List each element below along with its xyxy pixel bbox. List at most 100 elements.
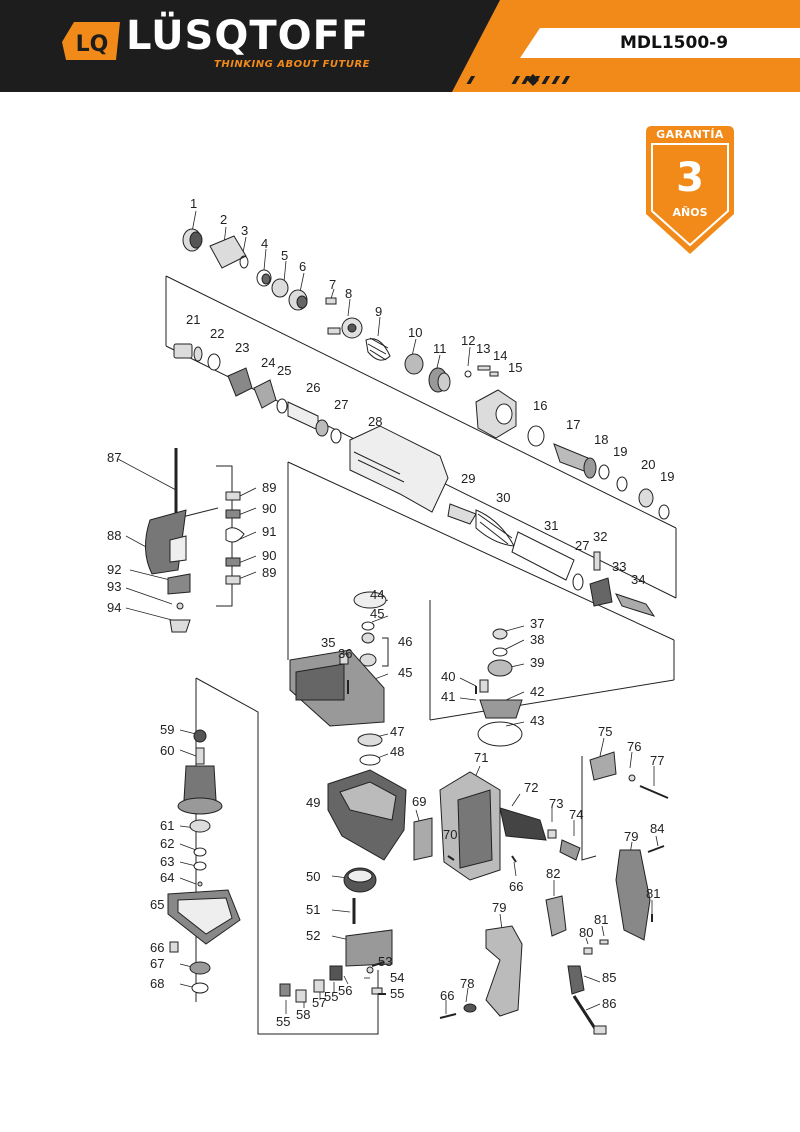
- part-label: 23: [235, 340, 250, 355]
- part-label: 63: [160, 854, 175, 869]
- part-label: 57: [312, 995, 327, 1010]
- part-label: 43: [530, 713, 545, 728]
- part-label: 6: [299, 259, 307, 274]
- part-label: 66: [150, 940, 165, 955]
- crank-parts-drawing: [145, 448, 245, 633]
- part-label: 39: [530, 655, 545, 670]
- part-label: 65: [150, 897, 165, 912]
- header-background: LQ: [0, 0, 800, 92]
- warranty-shield-icon: [646, 126, 734, 254]
- warranty-years-number: 3: [676, 155, 704, 201]
- brand-name: LÜSQTOFF: [126, 13, 370, 59]
- part-label: 36: [338, 646, 353, 661]
- part-label: 70: [443, 827, 458, 842]
- part-label: 61: [160, 818, 175, 833]
- part-label: 38: [530, 632, 545, 647]
- model-number: MDL1500-9: [619, 33, 729, 53]
- part-label: 37: [530, 616, 545, 631]
- part-label: 66: [509, 879, 524, 894]
- part-label: 90: [262, 548, 277, 563]
- handle-parts-drawing: [439, 751, 669, 1035]
- part-label: 60: [160, 743, 175, 758]
- part-label: 8: [345, 286, 353, 301]
- part-label: 27: [575, 538, 590, 553]
- part-label: 49: [306, 795, 321, 810]
- part-label: 42: [530, 684, 545, 699]
- shaft-parts-drawing: [182, 228, 670, 520]
- part-label: 46: [398, 634, 413, 649]
- part-label: 80: [579, 925, 594, 940]
- part-label: 19: [613, 444, 628, 459]
- part-label: 28: [368, 414, 383, 429]
- part-label: 85: [602, 970, 617, 985]
- part-label: 77: [650, 753, 665, 768]
- part-label: 93: [107, 579, 122, 594]
- part-label: 92: [107, 562, 122, 577]
- armature-drawing: [167, 729, 241, 994]
- part-label: 79: [624, 829, 639, 844]
- part-label: 66: [440, 988, 455, 1003]
- part-label: 30: [496, 490, 511, 505]
- part-label: 52: [306, 928, 321, 943]
- part-label: 68: [150, 976, 165, 991]
- part-label: 88: [107, 528, 122, 543]
- part-label: 14: [493, 348, 508, 363]
- part-label: 55: [276, 1014, 291, 1029]
- part-label: 9: [375, 304, 383, 319]
- part-label: 20: [641, 457, 656, 472]
- warranty-badge: GARANTÍA 3 AÑOS: [642, 126, 738, 256]
- part-label: 16: [533, 398, 548, 413]
- part-label: 25: [277, 363, 292, 378]
- piston-parts-drawing: [477, 628, 523, 747]
- part-label: 51: [306, 902, 321, 917]
- part-label: 94: [107, 600, 122, 615]
- warranty-title: GARANTÍA: [656, 128, 724, 141]
- part-label: 69: [412, 794, 427, 809]
- part-label: 59: [160, 722, 175, 737]
- part-label: 35: [321, 635, 336, 650]
- part-label: 50: [306, 869, 321, 884]
- part-label: 48: [390, 744, 405, 759]
- part-label: 2: [220, 212, 228, 227]
- logo-mark-icon: LQ: [62, 22, 120, 60]
- part-label: 78: [460, 976, 475, 991]
- part-label: 62: [160, 836, 175, 851]
- part-label: 34: [631, 572, 646, 587]
- part-label: 33: [612, 559, 627, 574]
- part-label: 31: [544, 518, 559, 533]
- part-label: 87: [107, 450, 122, 465]
- warranty-years-unit: AÑOS: [672, 206, 708, 219]
- part-label: 21: [186, 312, 201, 327]
- header-banner: LQ LÜSQTOFF THINKING ABOUT FUTURE MDL150…: [0, 0, 800, 92]
- part-label: 58: [296, 1007, 311, 1022]
- part-label: 10: [408, 325, 423, 340]
- part-label: 90: [262, 501, 277, 516]
- part-label: 55: [324, 989, 339, 1004]
- screws-drawing: [347, 680, 517, 995]
- part-label: 89: [262, 565, 277, 580]
- part-label: 55: [390, 986, 405, 1001]
- part-label: 18: [594, 432, 609, 447]
- part-label: 91: [262, 524, 277, 539]
- part-label: 27: [334, 397, 349, 412]
- part-label: 79: [492, 900, 507, 915]
- logo-mark-text: LQ: [76, 32, 109, 57]
- part-label: 81: [646, 886, 661, 901]
- part-label: 13: [476, 341, 491, 356]
- part-label: 41: [441, 689, 456, 704]
- part-label: 54: [390, 970, 405, 985]
- part-label: 74: [569, 807, 584, 822]
- gear-housing-drawing: [279, 591, 433, 1003]
- part-label: 32: [593, 529, 608, 544]
- part-label: 15: [508, 360, 523, 375]
- spindle-parts-drawing: [173, 343, 656, 617]
- part-label: 22: [210, 326, 225, 341]
- part-label: 1: [190, 196, 198, 211]
- part-label: 47: [390, 724, 405, 739]
- brand-tagline: THINKING ABOUT FUTURE: [214, 59, 371, 70]
- part-label: 73: [549, 796, 564, 811]
- part-label: 75: [598, 724, 613, 739]
- part-label: 17: [566, 417, 581, 432]
- part-label: 5: [281, 248, 289, 263]
